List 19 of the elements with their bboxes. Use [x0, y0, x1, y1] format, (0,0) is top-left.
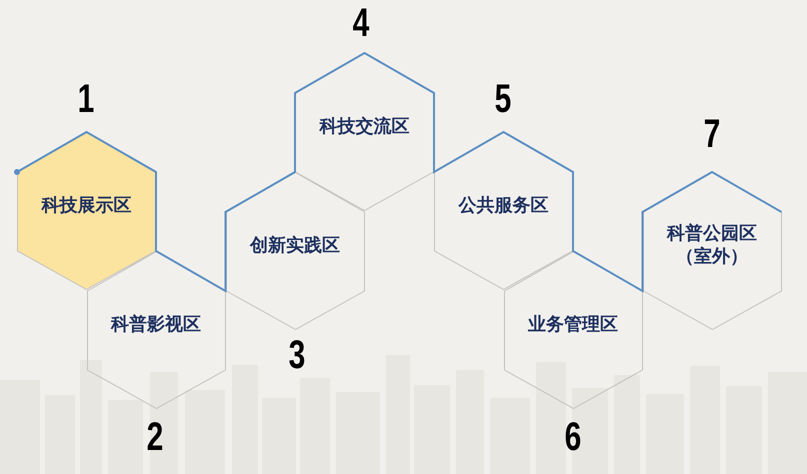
step-number: 4 — [352, 7, 370, 39]
zone-label: 科技展示区 — [42, 194, 132, 216]
zone-label: 科普影视区 — [111, 312, 201, 336]
step-number: 3 — [288, 339, 306, 371]
step-number: 5 — [494, 83, 512, 115]
step-number: 7 — [704, 118, 720, 150]
hexagon — [17, 132, 156, 290]
zone-label: 科技交流区 — [320, 114, 410, 138]
zone-label: 创新实践区 — [250, 234, 340, 256]
zone-label: 公共服务区 — [458, 194, 548, 216]
step-number: 1 — [78, 83, 94, 115]
step-number: 6 — [564, 421, 582, 453]
hexagon — [86, 251, 226, 409]
hexagon — [504, 251, 642, 409]
zone-label: 业务管理区 — [528, 312, 618, 336]
hexagon — [226, 172, 364, 330]
step-number: 2 — [146, 421, 164, 453]
hexagon — [642, 172, 782, 330]
zone-label: 科普公园区（室外） — [666, 222, 758, 268]
